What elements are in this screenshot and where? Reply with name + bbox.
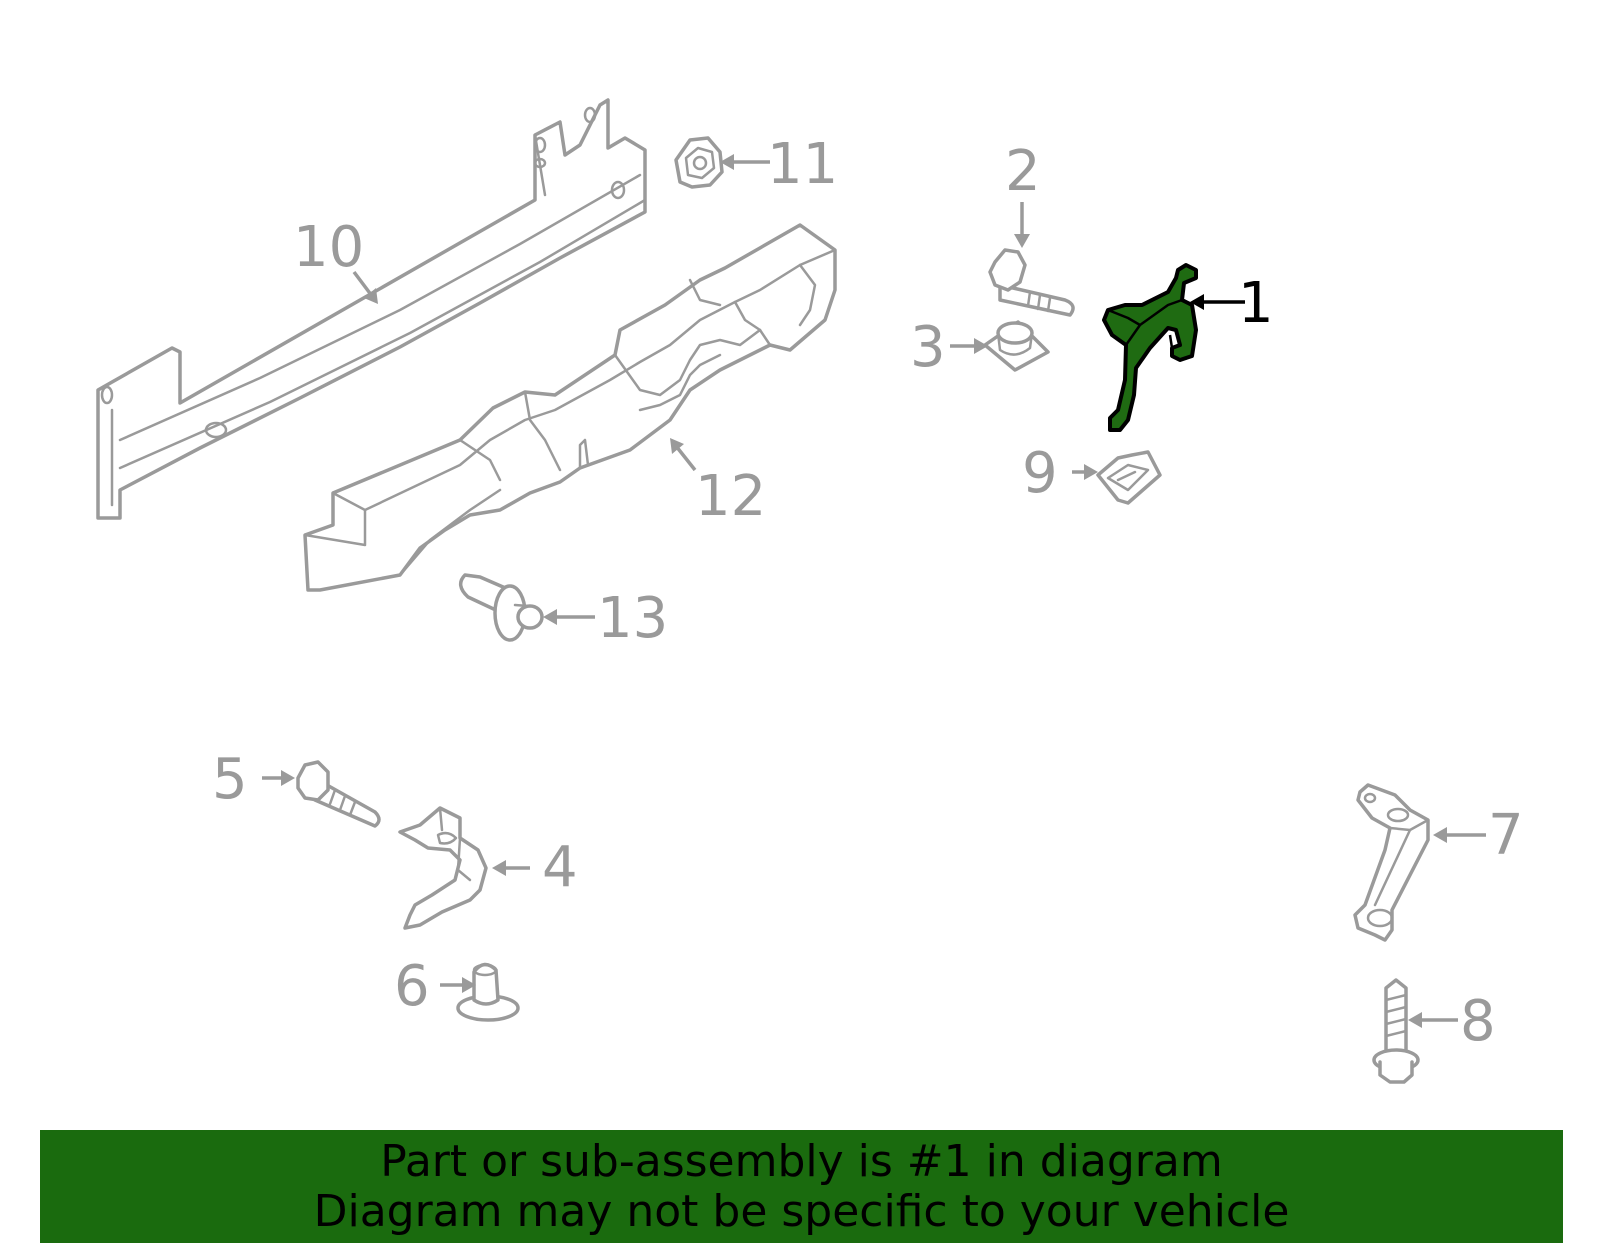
callout-3: 3 <box>910 315 946 380</box>
leader-arrows <box>262 154 1486 1028</box>
part-9-retainer <box>1096 450 1162 505</box>
callout-10: 10 <box>293 215 364 280</box>
part-4-bracket <box>398 806 488 930</box>
part-8-bolt <box>1372 978 1420 1084</box>
callout-labels: 1 2 3 4 5 6 7 8 9 10 11 12 13 <box>212 132 1524 1054</box>
info-banner: Part or sub-assembly is #1 in diagram Di… <box>40 1130 1563 1243</box>
part-5-bolt <box>296 760 381 828</box>
part-12-energy-absorber <box>303 223 837 592</box>
part-7-bracket <box>1353 783 1430 942</box>
callout-7: 7 <box>1488 803 1524 868</box>
callout-12: 12 <box>695 464 766 529</box>
part-6-clip <box>456 962 520 1022</box>
part-10-bumper-beam <box>96 98 647 520</box>
callout-4: 4 <box>542 835 578 900</box>
callout-13: 13 <box>597 586 668 651</box>
callout-1: 1 <box>1238 271 1274 336</box>
banner-line-part: Part or sub-assembly is #1 in diagram <box>380 1135 1223 1187</box>
callout-11: 11 <box>767 132 838 197</box>
part-1-bracket-highlighted <box>1102 263 1198 432</box>
banner-line-disclaimer: Diagram may not be specific to your vehi… <box>313 1185 1290 1237</box>
part-13-push-clip <box>458 573 544 642</box>
callout-9: 9 <box>1022 441 1058 506</box>
part-2-bolt <box>988 248 1075 317</box>
callout-8: 8 <box>1460 989 1496 1054</box>
callout-2: 2 <box>1005 139 1041 204</box>
callout-5: 5 <box>212 747 248 812</box>
part-11-nut <box>674 136 724 189</box>
part-3-clip-nut <box>983 320 1050 372</box>
callout-6: 6 <box>394 954 430 1019</box>
